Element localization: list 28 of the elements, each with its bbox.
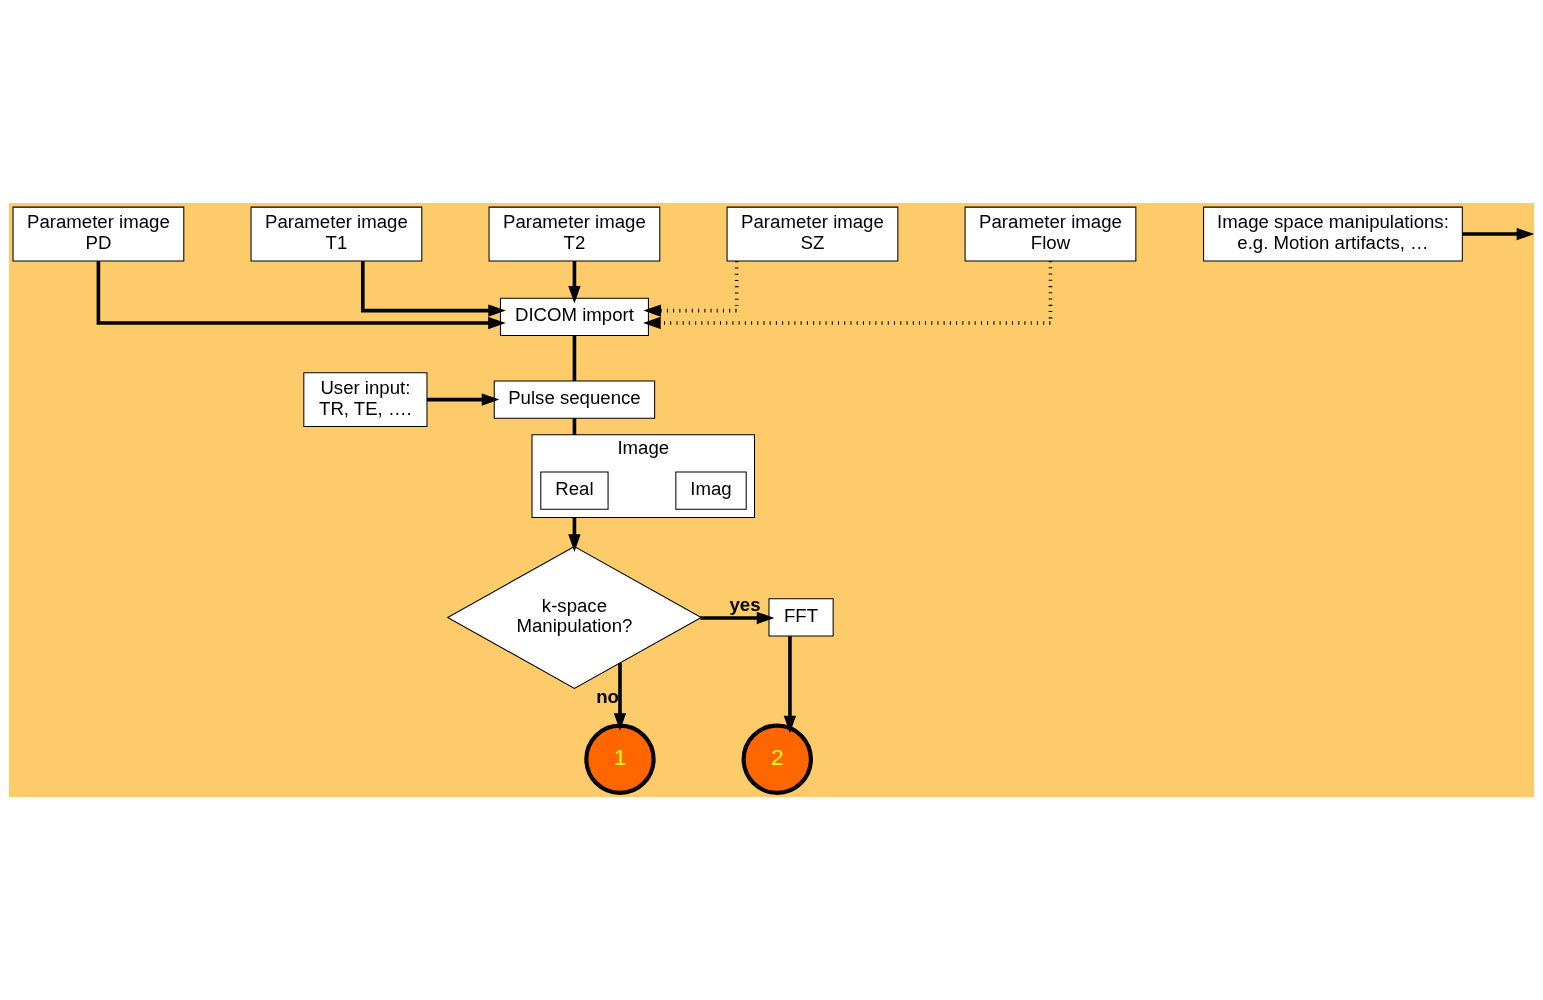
node-box: Parameter image PD xyxy=(12,206,185,262)
node-circle: 2 xyxy=(741,723,813,795)
node-box: Parameter image Flow xyxy=(964,206,1137,262)
arrow xyxy=(783,636,797,734)
node-circle: 1 xyxy=(584,723,656,795)
arrow xyxy=(427,393,500,406)
arrow xyxy=(568,517,581,552)
node-box: Imag xyxy=(675,471,747,510)
arrow xyxy=(568,261,581,304)
node-box: Pulse sequence xyxy=(493,380,656,419)
connector xyxy=(572,335,577,381)
arrow xyxy=(643,261,739,317)
node-box: Parameter image SZ xyxy=(726,206,899,262)
node-box: User input: TR, TE, …. xyxy=(303,372,428,428)
edge-label: yes xyxy=(729,594,761,616)
node-box: Parameter image T2 xyxy=(488,206,661,262)
arrow xyxy=(96,261,506,330)
node-box: Parameter image T1 xyxy=(250,206,423,262)
node-box: Real xyxy=(540,471,609,510)
arrow xyxy=(700,611,775,625)
node-box: FFT xyxy=(768,598,834,637)
arrow xyxy=(643,261,1053,330)
node-box: Image space manipulations: e.g. Motion artifacts, … xyxy=(1203,206,1463,262)
node-box: DICOM import xyxy=(499,297,649,336)
arrow xyxy=(361,261,506,317)
arrow xyxy=(613,663,627,731)
node-diamond: k-space Manipulation? xyxy=(446,545,703,689)
arrow xyxy=(1462,227,1535,241)
